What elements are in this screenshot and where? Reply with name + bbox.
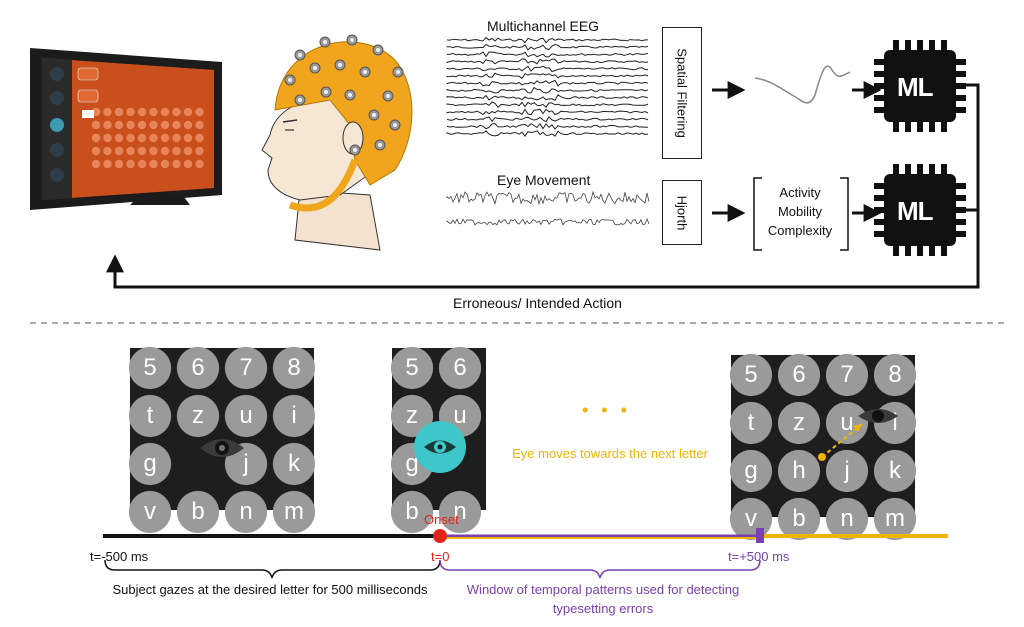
hjorth-features: Activity Mobility Complexity bbox=[752, 183, 848, 240]
hjorth-label: Hjorth bbox=[674, 195, 690, 230]
key-letter: k bbox=[288, 450, 300, 477]
key-letter: u bbox=[840, 409, 854, 436]
ml-chip-hjorth-label: ML bbox=[897, 196, 934, 226]
key-letter: n bbox=[453, 498, 467, 525]
ml-chip-eeg-label: ML bbox=[897, 72, 934, 102]
key-letter: 5 bbox=[143, 354, 157, 381]
feedback-label: Erroneous/ Intended Action bbox=[453, 295, 622, 311]
key-letter: u bbox=[239, 402, 253, 429]
key-letter: g bbox=[143, 450, 157, 477]
t-zero-label: t=0 bbox=[431, 549, 450, 564]
key-letter: h bbox=[792, 457, 806, 484]
key-letter: 7 bbox=[239, 354, 253, 381]
key-letter: n bbox=[840, 505, 854, 532]
key-letter: i bbox=[892, 409, 898, 436]
key-letter: 5 bbox=[405, 354, 419, 381]
key-letter: b bbox=[191, 498, 205, 525]
key-letter: v bbox=[144, 498, 156, 525]
key-letter: v bbox=[745, 505, 757, 532]
key-letter: j bbox=[243, 450, 249, 477]
gaze-note: Subject gazes at the desired letter for … bbox=[112, 582, 428, 597]
spatial-filtering-label: Spatial Filtering bbox=[674, 48, 690, 138]
key-letter: n bbox=[239, 498, 253, 525]
key-letter: u bbox=[453, 402, 467, 429]
key-letter: i bbox=[291, 402, 297, 429]
eeg-title: Multichannel EEG bbox=[487, 18, 600, 34]
key-letter: 5 bbox=[744, 361, 758, 388]
key-letter: z bbox=[793, 409, 805, 436]
feature-complexity: Complexity bbox=[767, 223, 833, 238]
key-letter: t bbox=[146, 402, 154, 429]
key-letter: z bbox=[192, 402, 204, 429]
ellipsis-dots: • • • bbox=[582, 400, 631, 420]
onset-label: Onset bbox=[424, 512, 459, 527]
t-start-label: t=-500 ms bbox=[90, 549, 149, 564]
key-letter: 6 bbox=[453, 354, 467, 381]
key-letter: k bbox=[889, 457, 901, 484]
key-letter: t bbox=[747, 409, 755, 436]
key-letter: b bbox=[792, 505, 806, 532]
key-letter: j bbox=[844, 457, 850, 484]
t-end-label: t=+500 ms bbox=[728, 549, 790, 564]
key-letter: g bbox=[405, 450, 419, 477]
key-letter: m bbox=[284, 498, 304, 525]
key-letter: 8 bbox=[888, 361, 902, 388]
key-letter: b bbox=[405, 498, 419, 525]
key-letter: z bbox=[406, 402, 418, 429]
feature-activity: Activity bbox=[779, 185, 821, 200]
key-letter: 8 bbox=[287, 354, 301, 381]
eye-movement-title: Eye Movement bbox=[497, 172, 591, 188]
spatial-filtering-box: Spatial Filtering bbox=[662, 27, 702, 159]
feature-mobility: Mobility bbox=[777, 204, 823, 219]
window-note: Window of temporal patterns used for det… bbox=[466, 582, 740, 616]
eye-moves-note: Eye moves towards the next letter bbox=[512, 446, 708, 461]
key-letter: 7 bbox=[840, 361, 854, 388]
hjorth-box: Hjorth bbox=[662, 180, 702, 245]
key-letter: g bbox=[744, 457, 758, 484]
key-letter: 6 bbox=[191, 354, 205, 381]
key-letter: m bbox=[885, 505, 905, 532]
key-letter: 6 bbox=[792, 361, 806, 388]
